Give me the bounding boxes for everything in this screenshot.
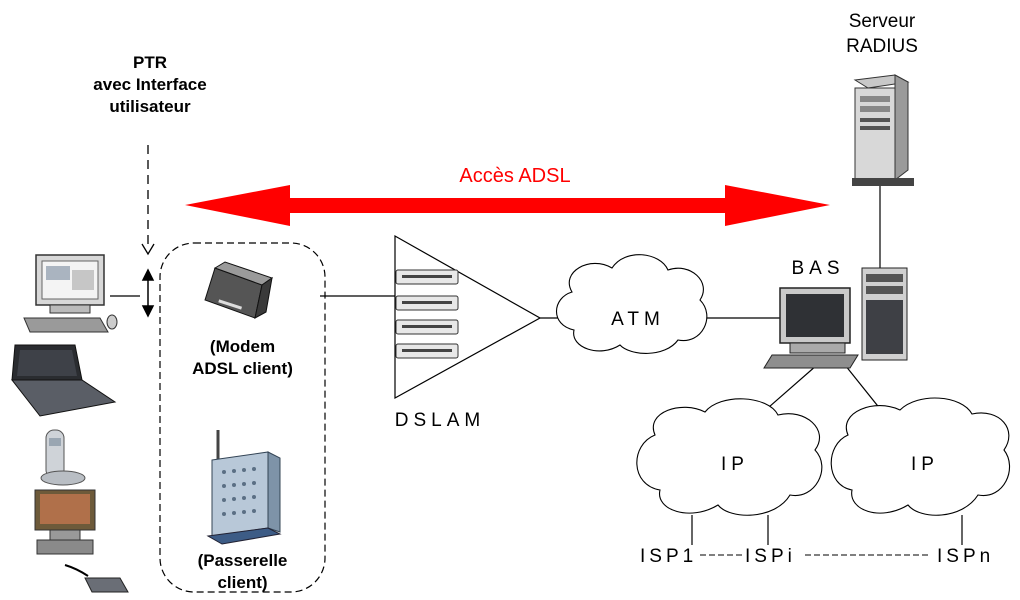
desktop-computer-icon: [23, 254, 118, 333]
bas-server-icon: [763, 267, 908, 369]
modem-label-line1: (Modem: [209, 337, 276, 356]
radius-label-line1: Serveur: [849, 11, 916, 32]
ip2-cloud: [830, 397, 1011, 516]
adsl-access-label: Accès ADSL: [459, 165, 570, 187]
ispi-label: ISPi: [745, 546, 796, 567]
tv-icon: [34, 489, 96, 555]
ip1-cloud: [636, 398, 823, 516]
settop-box-icon: [64, 564, 129, 593]
ip-label-2: IP: [911, 454, 939, 475]
cordless-phone-icon: [40, 429, 86, 486]
gateway-label-line2: client): [217, 573, 268, 592]
dslam-label: DSLAM: [395, 410, 485, 431]
customer-equipment-box: [159, 242, 326, 593]
gateway-label: (Passerelle client): [175, 550, 310, 594]
ptr-label-line3: utilisateur: [109, 97, 191, 116]
ip-label-1: IP: [721, 454, 749, 475]
radius-server-icon: [852, 74, 914, 186]
ptr-label-line2: avec Interface: [93, 75, 207, 94]
isp1-label: ISP1: [640, 546, 697, 567]
bas-label: BAS: [791, 258, 844, 279]
dslam-icon: [394, 234, 542, 400]
ispn-label: ISPn: [937, 546, 994, 567]
laptop-icon: [10, 344, 117, 417]
modem-label: (Modem ADSL client): [180, 336, 305, 380]
gateway-label-line1: (Passerelle: [197, 551, 288, 570]
client-gateway-icon: [206, 430, 282, 545]
atm-label: ATM: [611, 309, 665, 330]
radius-label-line2: RADIUS: [846, 36, 918, 57]
atm-cloud: [556, 254, 708, 354]
ptr-label-line1: PTR: [133, 53, 167, 72]
adsl-modem-icon: [204, 261, 274, 319]
ptr-label: PTR avec Interface utilisateur: [55, 52, 245, 118]
interface-double-arrow: [141, 268, 155, 318]
modem-label-line2: ADSL client): [192, 359, 293, 378]
adsl-access-arrow: [185, 185, 830, 226]
ptr-dashed-arrow: [141, 145, 155, 256]
